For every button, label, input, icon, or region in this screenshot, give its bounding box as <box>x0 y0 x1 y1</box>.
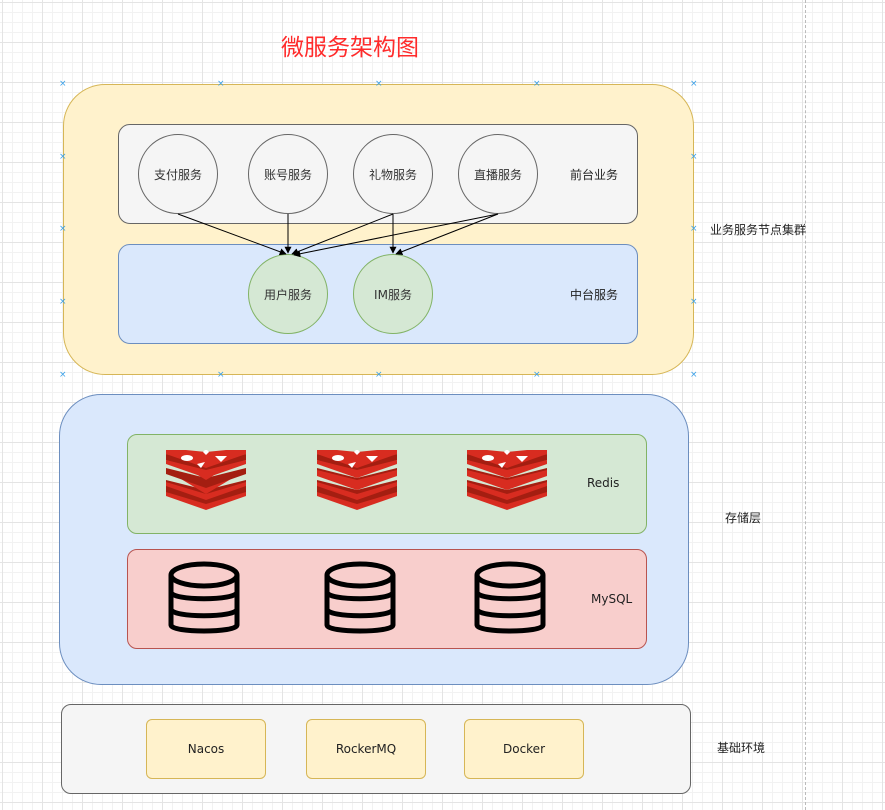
database-icon <box>168 561 240 634</box>
edge-live-im <box>395 213 499 255</box>
edge-live-user <box>293 213 499 258</box>
service-account[interactable]: 账号服务 <box>248 134 328 214</box>
edge-payment-user <box>177 213 287 256</box>
selection-handle[interactable]: × <box>690 370 698 380</box>
selection-handle[interactable]: × <box>59 79 67 89</box>
storage-layer-label: 存储层 <box>725 511 762 525</box>
base-item-rockermq[interactable]: RockerMQ <box>306 719 426 779</box>
service-gift[interactable]: 礼物服务 <box>353 134 433 214</box>
front-business-label: 前台业务 <box>570 168 619 182</box>
cluster-label: 业务服务节点集群 <box>710 223 807 237</box>
selection-handle[interactable]: × <box>217 79 225 89</box>
guide-line <box>805 0 806 810</box>
selection-handle[interactable]: × <box>690 79 698 89</box>
redis-logo-icon <box>166 450 246 510</box>
database-icon <box>474 561 546 634</box>
selection-handle[interactable]: × <box>690 297 698 307</box>
selection-handle[interactable]: × <box>59 152 67 162</box>
edge-gift-user <box>291 213 394 255</box>
service-im[interactable]: IM服务 <box>353 254 433 334</box>
selection-handle[interactable]: × <box>533 79 541 89</box>
selection-handle[interactable]: × <box>375 370 383 380</box>
base-item-nacos[interactable]: Nacos <box>146 719 266 779</box>
selection-handle[interactable]: × <box>375 79 383 89</box>
selection-handle[interactable]: × <box>533 370 541 380</box>
selection-handle[interactable]: × <box>690 152 698 162</box>
selection-handle[interactable]: × <box>59 224 67 234</box>
service-user[interactable]: 用户服务 <box>248 254 328 334</box>
base-item-docker[interactable]: Docker <box>464 719 584 779</box>
redis-label: Redis <box>587 476 620 490</box>
base-environment-label: 基础环境 <box>717 741 766 755</box>
page-title: 微服务架构图 <box>281 35 419 61</box>
database-icon <box>324 561 396 634</box>
service-live[interactable]: 直播服务 <box>458 134 538 214</box>
service-payment[interactable]: 支付服务 <box>138 134 218 214</box>
redis-logo-icon <box>317 450 397 510</box>
redis-logo-icon <box>467 450 547 510</box>
selection-handle[interactable]: × <box>59 297 67 307</box>
middle-platform-label: 中台服务 <box>570 288 619 302</box>
selection-handle[interactable]: × <box>690 224 698 234</box>
mysql-label: MySQL <box>591 592 633 606</box>
selection-handle[interactable]: × <box>59 370 67 380</box>
selection-handle[interactable]: × <box>217 370 225 380</box>
